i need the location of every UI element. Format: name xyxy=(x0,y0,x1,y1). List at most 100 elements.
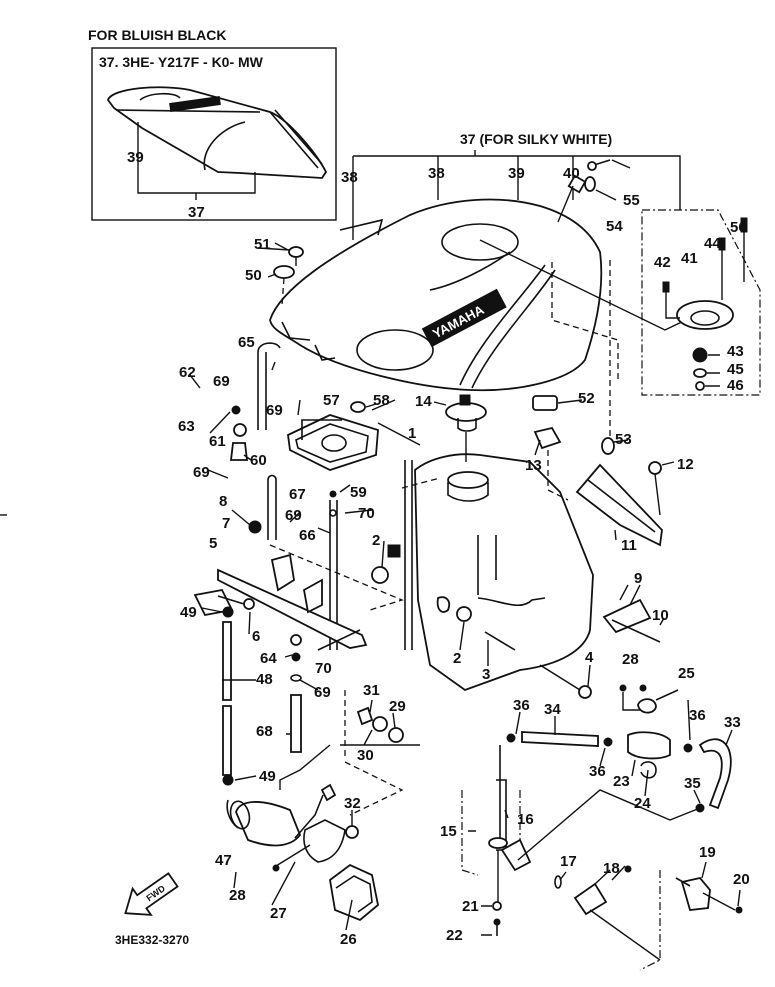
callout-38b: 38 xyxy=(428,165,445,182)
hoses-48-68 xyxy=(222,606,302,786)
callout-41: 41 xyxy=(681,250,698,267)
inset-label-39: 39 xyxy=(127,149,144,166)
fuel-filter-hoses xyxy=(506,731,732,813)
lower-right-bracket xyxy=(573,865,743,971)
callout-21: 21 xyxy=(462,898,479,915)
callout-51: 51 xyxy=(254,236,271,253)
callout-55: 55 xyxy=(623,192,640,209)
callout-61: 61 xyxy=(209,433,226,450)
callout-2b: 2 xyxy=(453,650,461,667)
callout-36b: 36 xyxy=(589,763,606,780)
parts-50-51 xyxy=(257,246,304,306)
callout-48: 48 xyxy=(256,671,273,688)
callout-70a: 70 xyxy=(358,505,375,522)
callout-24: 24 xyxy=(634,795,651,812)
tank-cover: YAMAHA xyxy=(269,198,603,392)
fuel-tank-body xyxy=(371,453,594,699)
callout-32: 32 xyxy=(344,795,361,812)
callout-66: 66 xyxy=(299,527,316,544)
callout-36a: 36 xyxy=(513,697,530,714)
callout-63: 63 xyxy=(178,418,195,435)
callout-43: 43 xyxy=(727,343,744,360)
callout-69c: 69 xyxy=(193,464,210,481)
callout-57: 57 xyxy=(323,392,340,409)
callout-22: 22 xyxy=(446,927,463,944)
inset-heading: FOR BLUISH BLACK xyxy=(88,27,226,43)
callout-56: 56 xyxy=(730,219,747,236)
callout-53: 53 xyxy=(615,431,632,448)
callout-70b: 70 xyxy=(315,660,332,677)
callout-18: 18 xyxy=(603,860,620,877)
callout-47: 47 xyxy=(215,852,232,869)
callout-23: 23 xyxy=(613,773,630,790)
inset-side-cover-drawing xyxy=(106,86,328,179)
callout-28b: 28 xyxy=(622,651,639,668)
callout-7: 7 xyxy=(222,515,230,532)
callout-44: 44 xyxy=(704,235,721,252)
silky-white-bracket: 37 (FOR SILKY WHITE) xyxy=(352,131,681,240)
callout-19: 19 xyxy=(699,844,716,861)
callout-40: 40 xyxy=(563,165,580,182)
fuel-pump xyxy=(226,744,420,922)
right-bracket-parts xyxy=(532,258,675,547)
callout-26: 26 xyxy=(340,931,357,948)
main-header: 37 (FOR SILKY WHITE) xyxy=(460,131,612,147)
callout-29: 29 xyxy=(389,698,406,715)
diagram-code: 3HE332-3270 xyxy=(115,933,189,947)
callout-17: 17 xyxy=(560,853,577,870)
callout-38a: 38 xyxy=(341,169,358,186)
callout-16: 16 xyxy=(517,811,534,828)
callout-25: 25 xyxy=(678,665,695,682)
callout-15: 15 xyxy=(440,823,457,840)
callout-50: 50 xyxy=(245,267,262,284)
parts-25-28 xyxy=(619,684,679,714)
callout-69a: 69 xyxy=(213,373,230,390)
callout-8: 8 xyxy=(219,493,227,510)
callout-20: 20 xyxy=(733,871,750,888)
callout-69b: 69 xyxy=(266,402,283,419)
callout-leaders xyxy=(189,242,741,931)
callout-33: 33 xyxy=(724,714,741,731)
canister-parts xyxy=(229,342,421,650)
parts-40-54-55 xyxy=(557,159,631,223)
callout-45: 45 xyxy=(727,361,744,378)
inset-part-code: 37. 3HE- Y217F - K0- MW xyxy=(99,54,264,70)
callout-42: 42 xyxy=(654,254,671,271)
callout-49a: 49 xyxy=(180,604,197,621)
callout-46: 46 xyxy=(727,377,744,394)
callout-69e: 69 xyxy=(314,684,331,701)
fuel-cap-assembly-box xyxy=(641,209,761,396)
callout-9: 9 xyxy=(634,570,642,587)
parts-29-30-31 xyxy=(344,690,404,760)
callout-30: 30 xyxy=(357,747,374,764)
fuel-petcock xyxy=(461,745,701,936)
callout-3: 3 xyxy=(482,666,490,683)
tank-cap-14 xyxy=(433,394,487,462)
callout-31: 31 xyxy=(363,682,380,699)
callout-12: 12 xyxy=(677,456,694,473)
part-callouts: 1 2 2 3 4 5 6 7 8 9 10 11 12 13 14 15 16… xyxy=(178,165,750,948)
inset-label-37: 37 xyxy=(188,204,205,221)
inset-frame xyxy=(91,47,337,221)
parts-9-10 xyxy=(602,584,665,643)
callout-69d: 69 xyxy=(285,507,302,524)
callout-34: 34 xyxy=(544,701,561,718)
callout-60: 60 xyxy=(250,452,267,469)
inset-bluish-black: FOR BLUISH BLACK 37. 3HE- Y217F - K0- MW… xyxy=(88,27,337,221)
callout-1: 1 xyxy=(408,425,416,442)
callout-54: 54 xyxy=(606,218,623,235)
fwd-arrow: FWD xyxy=(124,872,179,916)
callout-5: 5 xyxy=(209,535,217,552)
callout-6: 6 xyxy=(252,628,260,645)
callout-2a: 2 xyxy=(372,532,380,549)
callout-36c: 36 xyxy=(689,707,706,724)
callout-10: 10 xyxy=(652,607,669,624)
callout-28a: 28 xyxy=(229,887,246,904)
callout-4: 4 xyxy=(585,649,594,666)
callout-68: 68 xyxy=(256,723,273,740)
callout-13: 13 xyxy=(525,457,542,474)
callout-35: 35 xyxy=(684,775,701,792)
callout-27: 27 xyxy=(270,905,287,922)
callout-65: 65 xyxy=(238,334,255,351)
